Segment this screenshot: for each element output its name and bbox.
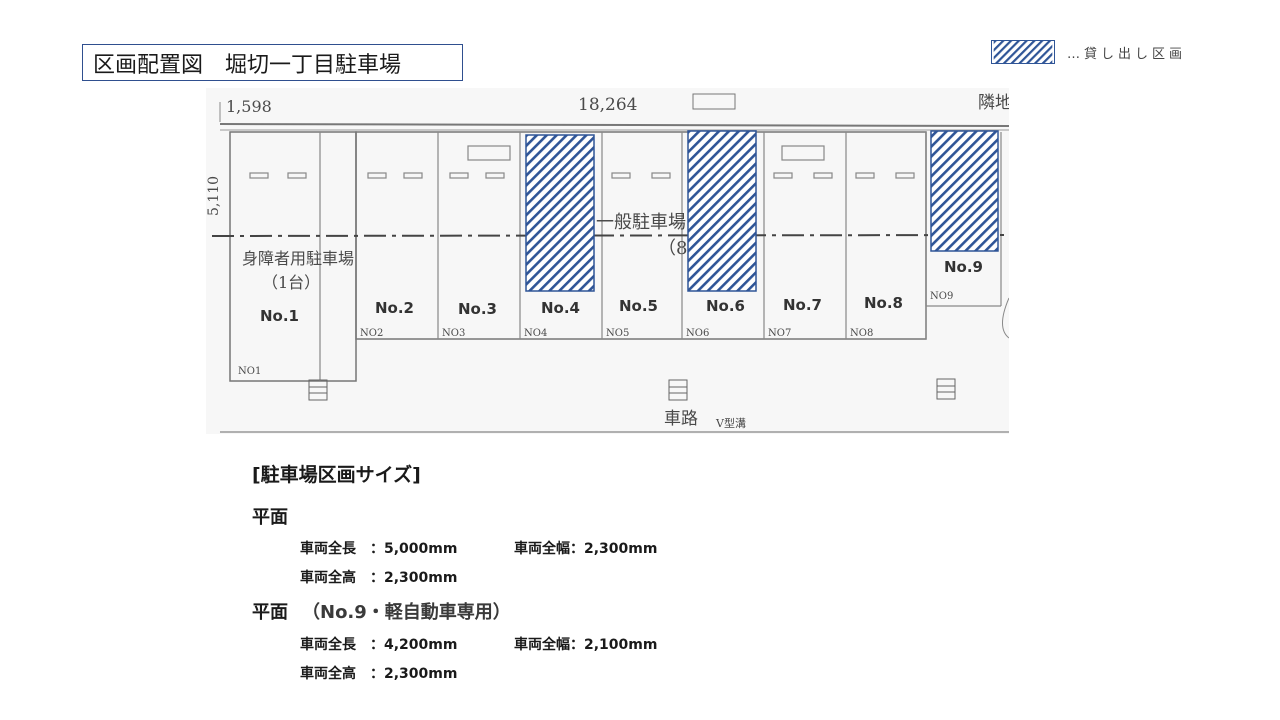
parking-plan-drawing: 1,598 18,264 隣地 5,110 xyxy=(206,88,1009,434)
spec-row-kei-1: 車両全長 ：4,200mm 車両全幅：2,100mm xyxy=(300,634,657,654)
space-code-no2: NO2 xyxy=(360,328,383,339)
legend-label: …貸し出し区画 xyxy=(1067,46,1187,62)
road-label: 車路 xyxy=(664,409,698,429)
disabled-lot-count: （1台） xyxy=(262,273,320,292)
space-label-no6: No.6 xyxy=(706,297,745,315)
space-code-no1: NO1 xyxy=(238,366,261,377)
section-title-standard: 平面 xyxy=(252,503,288,529)
rental-hatch-no4 xyxy=(525,134,595,292)
section-standard-title: 平面 xyxy=(252,507,288,528)
space-code-no3: NO3 xyxy=(442,328,465,339)
rental-hatch-no9 xyxy=(930,130,999,252)
rental-hatch-swatch xyxy=(991,40,1055,64)
spec-length: 車両全長 ：5,000mm xyxy=(300,541,458,557)
space-code-no8: NO8 xyxy=(850,328,873,339)
section-kei-title: 平面 xyxy=(252,602,288,623)
parking-plan: 1,598 18,264 隣地 5,110 xyxy=(206,88,1009,434)
page-title: 区画配置図 堀切一丁目駐車場 xyxy=(82,44,463,81)
spec-row-kei-2: 車両全高 ：2,300mm xyxy=(300,663,457,683)
space-code-no7: NO7 xyxy=(768,328,791,339)
dimension-side: 5,110 xyxy=(206,176,222,216)
gutter-label: V型溝 xyxy=(715,416,746,430)
space-label-no9: No.9 xyxy=(944,258,983,276)
space-label-no2: No.2 xyxy=(375,299,414,317)
space-label-no7: No.7 xyxy=(783,296,822,314)
general-lot-label: 一般駐車場 xyxy=(596,212,686,233)
section-title-kei: 平面 （No.9・軽自動車専用） xyxy=(252,598,511,624)
specs-heading: [駐車場区画サイズ] xyxy=(252,464,421,486)
space-code-no9: NO9 xyxy=(930,291,953,302)
neighbor-label: 隣地 xyxy=(978,93,1009,113)
space-label-no4: No.4 xyxy=(541,299,580,317)
spec-kei-length: 車両全長 ：4,200mm xyxy=(300,637,458,653)
space-label-no1: No.1 xyxy=(260,307,299,325)
spec-kei-height: 車両全高 ：2,300mm xyxy=(300,666,458,682)
spec-kei-width: 車両全幅：2,100mm xyxy=(514,637,658,653)
space-code-no4: NO4 xyxy=(524,328,547,339)
space-label-no5: No.5 xyxy=(619,297,658,315)
spec-row-standard-1: 車両全長 ：5,000mm 車両全幅：2,300mm xyxy=(300,538,657,558)
spec-width: 車両全幅：2,300mm xyxy=(514,541,658,557)
space-code-no6: NO6 xyxy=(686,328,709,339)
space-label-no8: No.8 xyxy=(864,294,903,312)
spec-row-standard-2: 車両全高 ：2,300mm xyxy=(300,567,457,587)
legend: …貸し出し区画 xyxy=(991,39,1186,65)
disabled-lot-label: 身障者用駐車場 xyxy=(242,249,354,268)
space-code-no5: NO5 xyxy=(606,328,629,339)
section-kei-note: （No.9・軽自動車専用） xyxy=(302,602,511,623)
space-label-no3: No.3 xyxy=(458,300,497,318)
spec-height: 車両全高 ：2,300mm xyxy=(300,570,458,586)
rental-hatch-no6 xyxy=(687,130,757,292)
dimension-top: 18,264 xyxy=(578,95,637,115)
dimension-left: 1,598 xyxy=(226,97,272,116)
